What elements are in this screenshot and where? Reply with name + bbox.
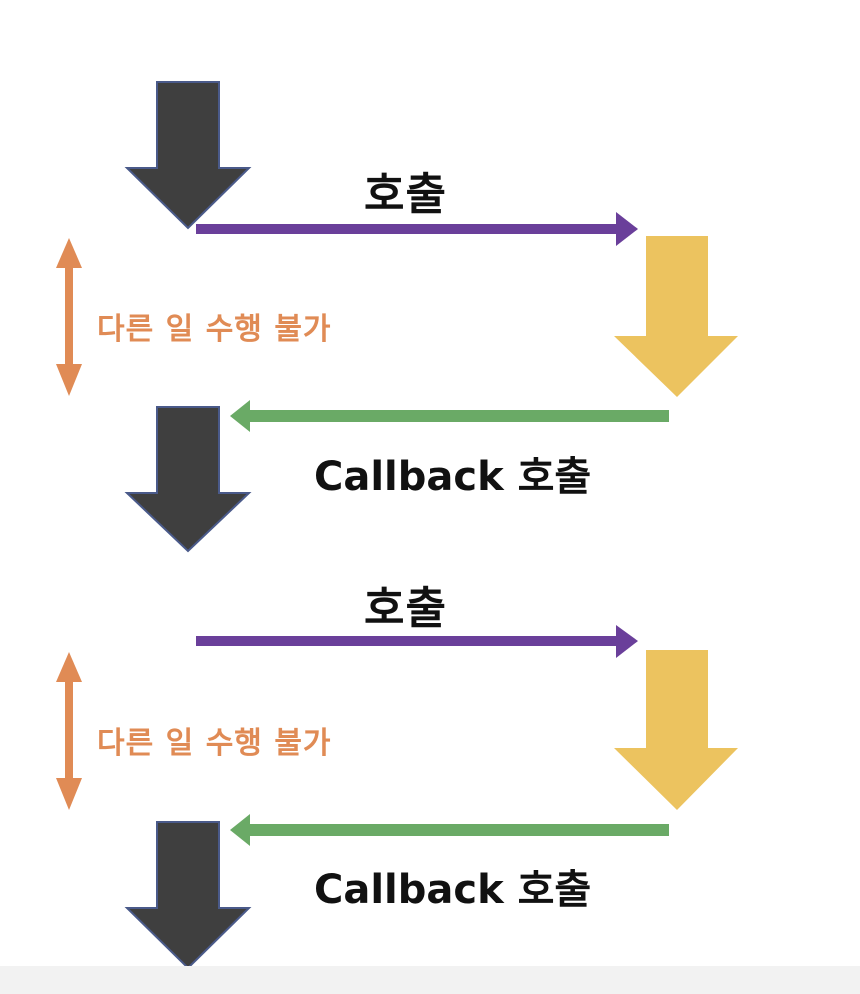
bottom-strip	[0, 966, 860, 994]
call-label-1: 호출	[364, 169, 447, 220]
callback-label-1: Callback 호출	[314, 454, 592, 500]
blocked-range-arrow-1	[56, 238, 82, 396]
caller-arrow-1	[124, 81, 252, 230]
blocked-range-arrow-2	[56, 652, 82, 810]
call-label-2: 호출	[364, 583, 447, 634]
callback-arrow-2	[230, 814, 669, 846]
caller-arrow-2	[124, 406, 252, 553]
call-arrow-1	[196, 212, 638, 246]
callback-label-2: Callback 호출	[314, 867, 592, 913]
callee-arrow-2	[614, 650, 738, 810]
blocked-label-2: 다른 일 수행 불가	[97, 726, 332, 761]
call-arrow-2	[196, 625, 638, 658]
caller-arrow-3	[124, 821, 252, 970]
callee-arrow-1	[614, 236, 738, 397]
blocked-label-1: 다른 일 수행 불가	[97, 312, 332, 347]
callback-arrow-1	[230, 400, 669, 432]
